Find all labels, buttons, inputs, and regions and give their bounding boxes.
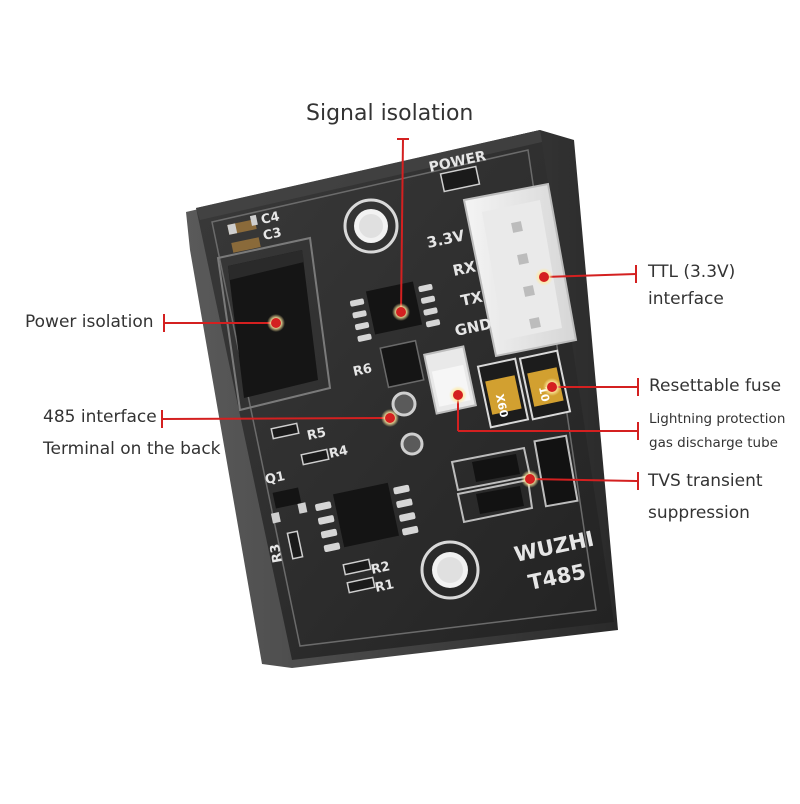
silk-c4: C4	[260, 209, 281, 228]
silk-r3: R3	[268, 543, 286, 564]
silk-c3: C3	[262, 225, 283, 244]
silk-r6: R6	[352, 361, 374, 380]
callout-lines	[161, 138, 639, 490]
silk-r1: R1	[374, 577, 396, 596]
silk-tx: TX	[459, 288, 484, 310]
mounting-hole-top	[343, 198, 399, 254]
label-485-line2: Terminal on the back	[43, 439, 221, 459]
callout-dots	[267, 268, 561, 488]
tvs-diodes	[450, 434, 579, 524]
label-ttl-line1: TTL (3.3V)	[648, 262, 736, 282]
fuse-marking: X60	[493, 393, 511, 419]
driver-component	[379, 339, 425, 456]
transceiver-chip	[315, 482, 419, 552]
silk-rx: RX	[451, 257, 478, 280]
label-tvs-line2: suppression	[648, 503, 750, 523]
label-gdt-line1: Lightning protection	[649, 411, 786, 427]
capacitors-c4-c3	[227, 214, 261, 253]
silk-r2: R2	[370, 559, 392, 578]
label-485-line1: 485 interface	[43, 407, 157, 427]
label-fuse: Resettable fuse	[649, 376, 782, 396]
label-gdt-line2: gas discharge tube	[649, 435, 778, 451]
small-resistors	[270, 165, 481, 594]
ttl-connector	[462, 182, 578, 358]
label-signal-isolation: Signal isolation	[306, 101, 474, 126]
silk-q1: Q1	[264, 469, 287, 488]
mounting-hole-bottom	[420, 540, 480, 600]
label-ttl-line2: interface	[648, 289, 724, 309]
label-tvs-line1: TVS transient	[648, 471, 763, 491]
label-power-isolation: Power isolation	[25, 312, 154, 332]
transistor-q1	[270, 487, 308, 524]
silk-r4: R4	[328, 443, 350, 462]
silk-r5: R5	[306, 425, 328, 444]
